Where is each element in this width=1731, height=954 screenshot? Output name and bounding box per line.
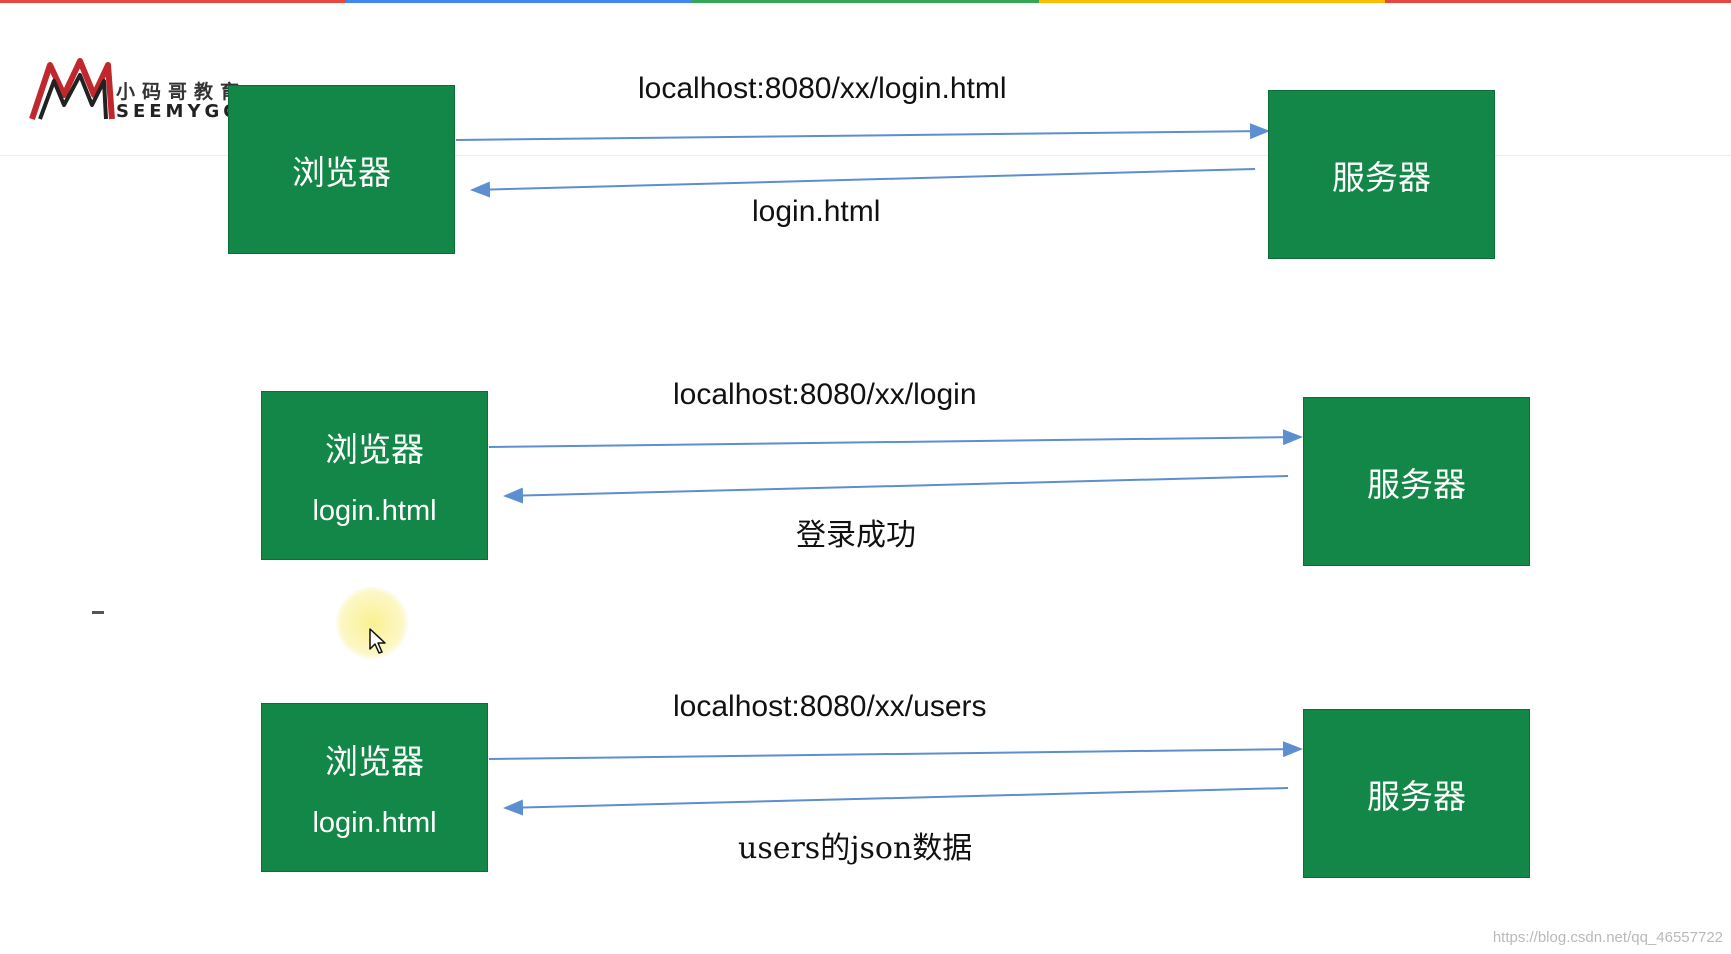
- cursor-icon: [369, 628, 386, 654]
- server-box-3: 服务器: [1303, 709, 1530, 878]
- server-title-3: 服务器: [1367, 776, 1466, 816]
- dash-mark: [92, 611, 104, 614]
- response-label-2: 登录成功: [796, 518, 916, 553]
- server-box-2: 服务器: [1303, 397, 1530, 566]
- top-color-bar: [0, 0, 1731, 3]
- response-arrow-2: [503, 475, 1289, 504]
- logo-cn-text: 小码哥教育: [116, 81, 247, 103]
- server-box-1: 服务器: [1268, 90, 1495, 259]
- request-arrow-1: [455, 123, 1270, 141]
- logo: 小码哥教育 SEEMYGO: [28, 55, 258, 127]
- logo-en-text: SEEMYGO: [116, 101, 243, 122]
- browser-title-3: 浏览器: [325, 742, 424, 781]
- browser-title-1: 浏览器: [292, 152, 391, 192]
- response-arrow-3: [503, 787, 1289, 816]
- request-arrow-2: [488, 429, 1303, 448]
- browser-sub-2: login.html: [312, 495, 437, 527]
- server-title-2: 服务器: [1367, 464, 1466, 504]
- server-title-1: 服务器: [1332, 157, 1431, 197]
- browser-sub-3: login.html: [312, 807, 437, 839]
- header-divider: [0, 155, 1731, 156]
- browser-title-2: 浏览器: [325, 430, 424, 469]
- response-arrow-1: [470, 168, 1256, 198]
- response-label-1: login.html: [752, 195, 881, 228]
- response-label-3: users的json数据: [738, 831, 973, 866]
- request-label-2: localhost:8080/xx/login: [673, 378, 977, 411]
- request-label-1: localhost:8080/xx/login.html: [638, 72, 1007, 105]
- request-label-3: localhost:8080/xx/users: [673, 690, 987, 723]
- request-arrow-3: [488, 741, 1303, 760]
- logo-m-icon: [29, 58, 115, 120]
- watermark: https://blog.csdn.net/qq_46557722: [1492, 929, 1723, 946]
- browser-box-2: 浏览器 login.html: [261, 391, 488, 560]
- browser-box-1: 浏览器: [228, 85, 455, 254]
- browser-box-3: 浏览器 login.html: [261, 703, 488, 872]
